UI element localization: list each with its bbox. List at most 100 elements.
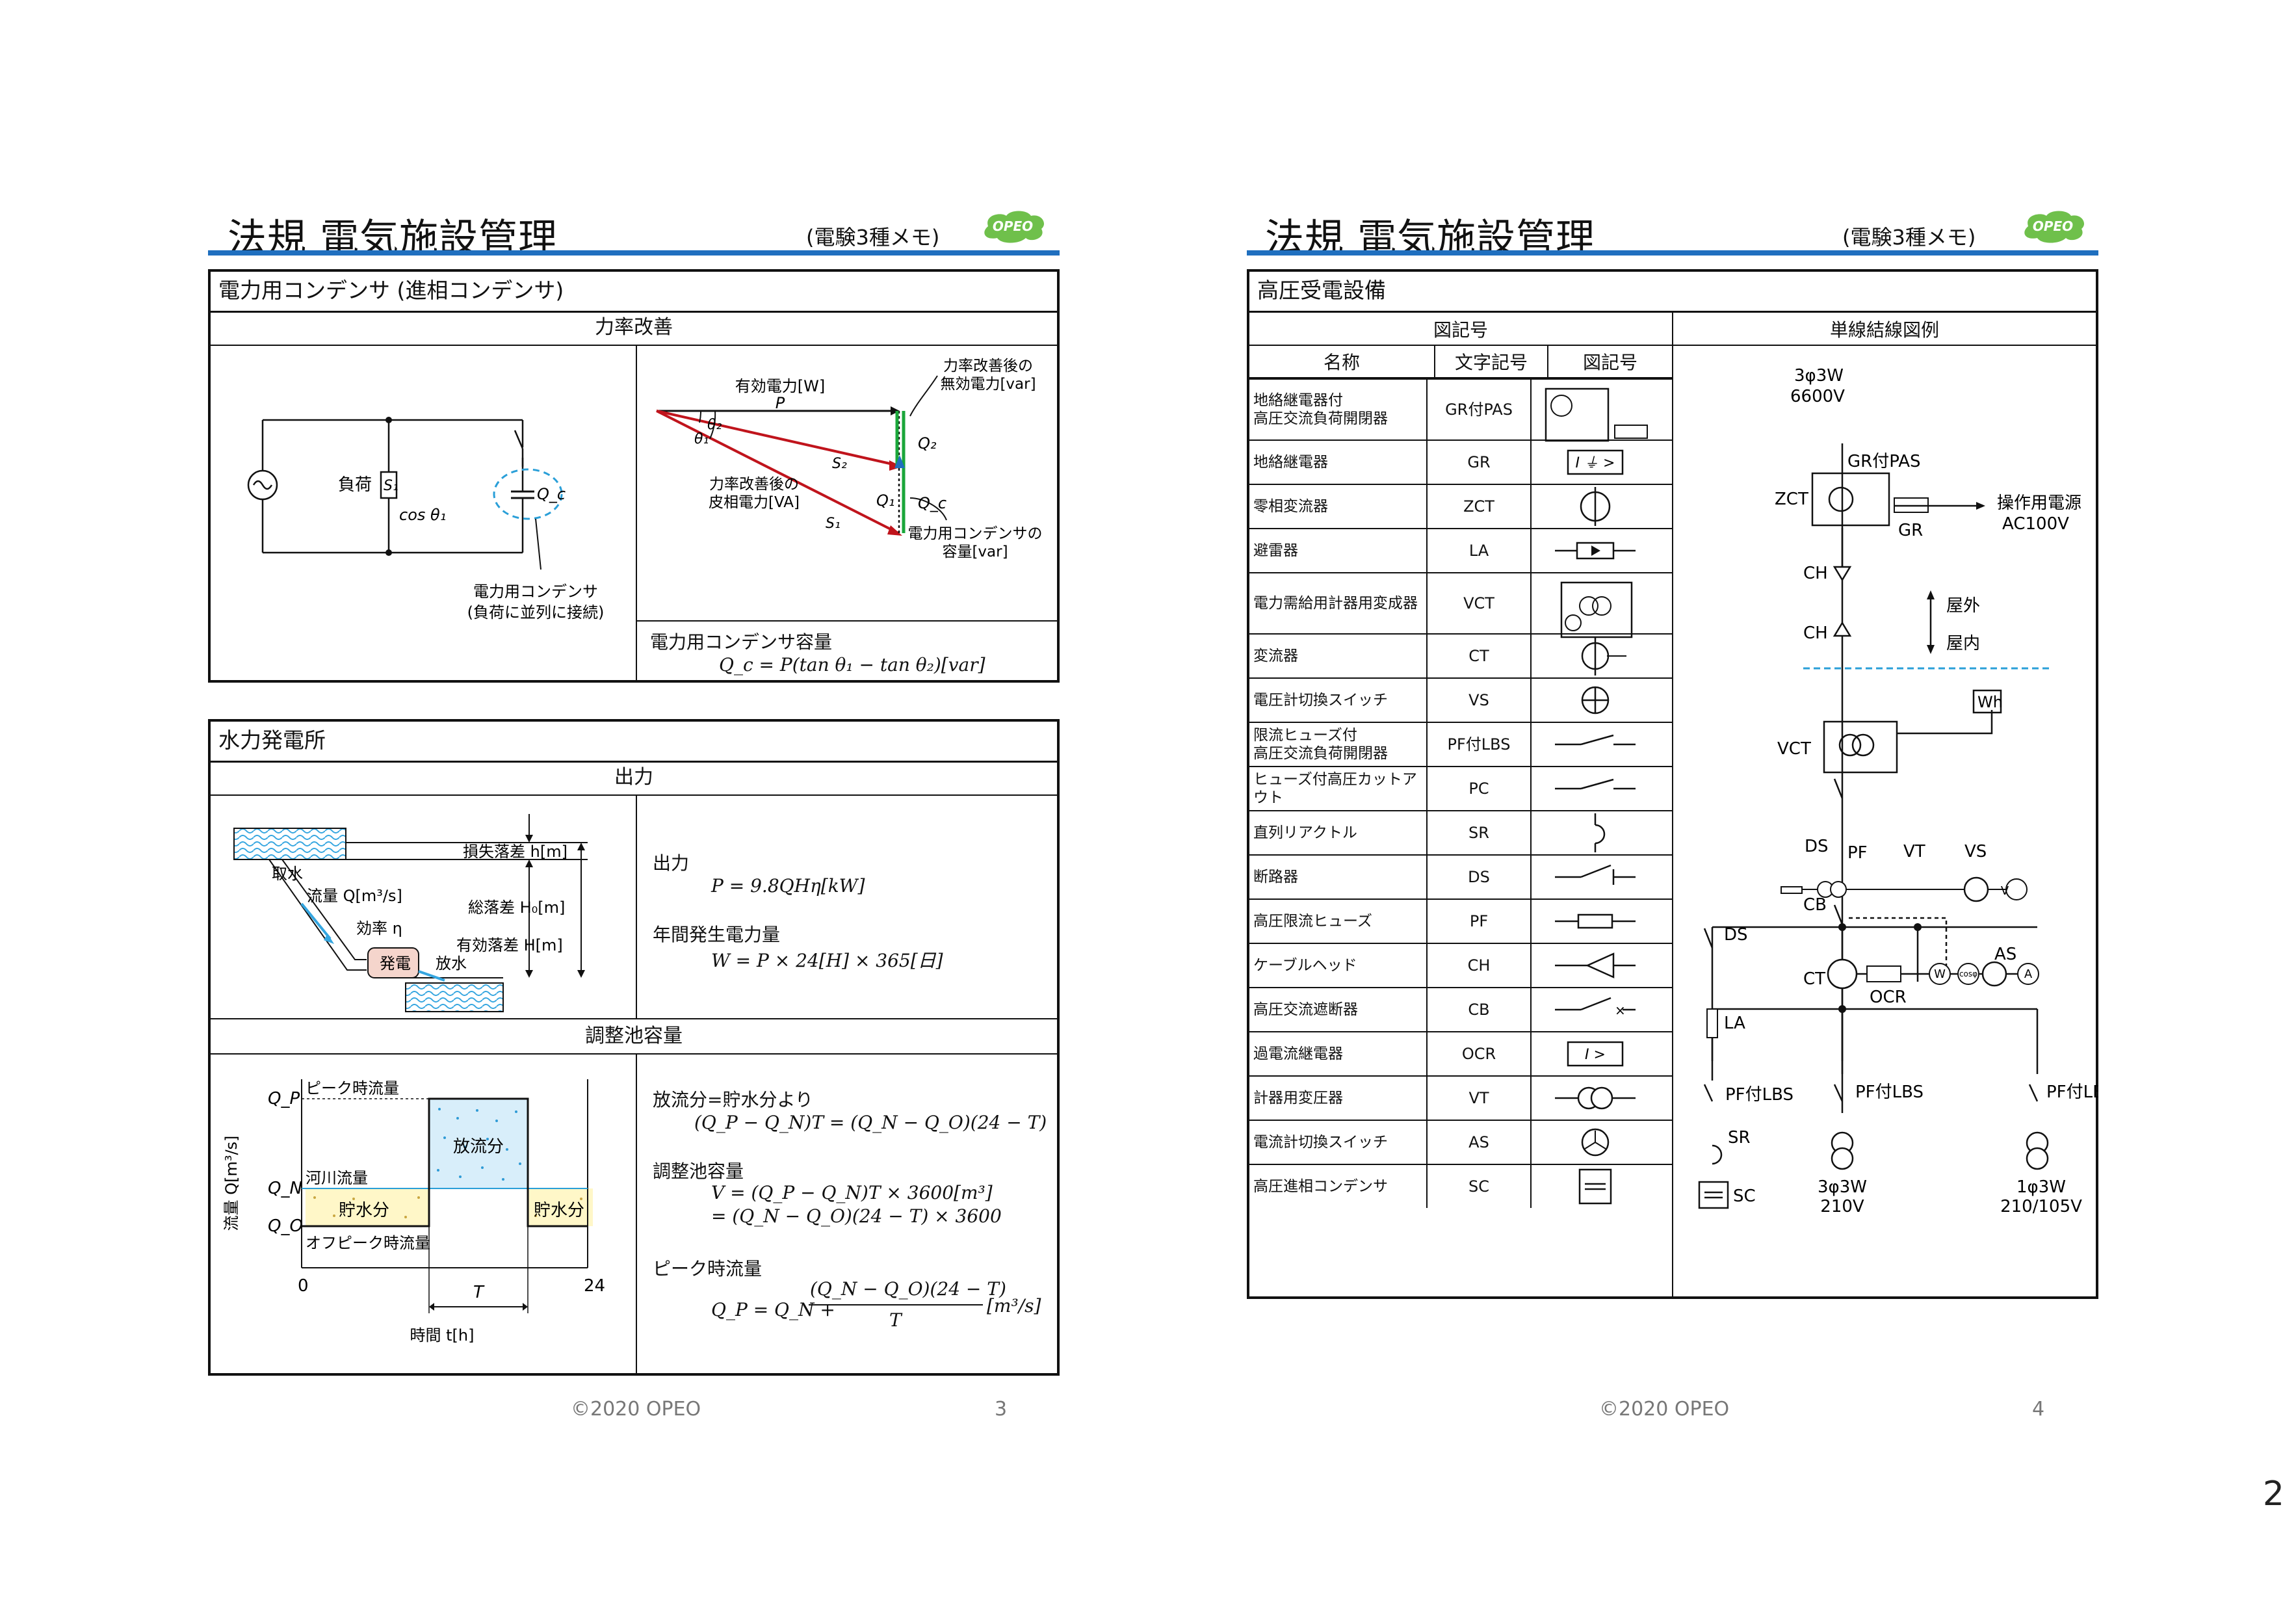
cable-head-icon [1555,952,1636,978]
table-row: 高圧進相コンデンサ SC [1248,1164,1673,1208]
vt-icon [1555,1086,1636,1110]
symbol-name: 過電流継電器 [1253,1045,1343,1062]
pf-lbs-icon [1555,734,1636,746]
svg-text:Q₁: Q₁ [876,492,895,510]
symbol-code: VS [1468,691,1489,709]
svg-text:電力用コンデンサ: 電力用コンデンサ [473,583,598,601]
svg-text:Q₂: Q₂ [918,434,937,452]
footer-copyright: ©2020 OPEO [571,1398,701,1421]
svg-text:AS: AS [1994,945,2016,964]
symbol-code: CH [1467,956,1491,975]
ocr-icon: I > [1567,1041,1624,1067]
section-heading: 電力用コンデンサ (進相コンデンサ) [211,272,1057,313]
section-heading: 水力発電所 [211,722,1057,763]
svg-text:×: × [1615,1003,1626,1018]
svg-text:GR付PAS: GR付PAS [1847,452,1921,471]
svg-text:CH: CH [1803,564,1828,583]
symbol-name: 高圧限流ヒューズ [1253,913,1372,930]
svg-text:cos θ₁: cos θ₁ [399,506,446,524]
as-icon [1981,961,2007,987]
svg-text:θ₂: θ₂ [707,417,722,433]
svg-text:オフピーク時流量: オフピーク時流量 [306,1234,430,1252]
page-4: 法規 電気施設管理 (電験3種メモ) OPEO 高圧受電設備 図記号 単線結線図… [1148,0,2296,1613]
symbol-code: GR [1467,453,1491,471]
svg-text:OPEO: OPEO [2033,218,2073,234]
svg-text:Q_O: Q_O [268,1216,303,1236]
section-subheading: 力率改善 [211,311,1057,346]
symbol-name: 高圧交流遮断器 [1253,1001,1358,1018]
single-line-diagram: 3φ3W 6600V GR付PAS ZCT 操作用電源 AC100V GR CH… [1698,366,2098,1216]
svg-text:Q_c: Q_c [918,494,946,512]
output-formula: P = 9.8QHη[kW] [711,875,865,897]
svg-text:LA: LA [1724,1014,1745,1033]
power-vector-diagram: 有効電力[W] P 力率改善後の 無効電力[var] θ₂ θ₁ Q₂ Q₁ Q… [656,358,1043,560]
svg-text:3φ3W: 3φ3W [1818,1177,1867,1197]
svg-text:無効電力[var]: 無効電力[var] [940,376,1036,393]
gr-relay-icon [1894,497,1929,513]
capacitor-icon [1578,1168,1612,1205]
svg-text:効率 η: 効率 η [356,919,402,938]
fuse-icon [1555,913,1636,929]
arrester-icon [1555,542,1636,560]
symbol-code: VCT [1463,594,1494,612]
la-icon [1706,1008,1718,1038]
svg-text:貯水分: 貯水分 [339,1201,389,1220]
svg-text:cosφ: cosφ [1959,969,1977,978]
svg-text:PF付LBS: PF付LBS [1725,1085,1794,1105]
generator-icon [367,947,419,978]
symbol-code: PF付LBS [1447,735,1511,754]
single-line-header: 単線結線図例 [1829,319,1939,341]
pond-formula-2: = (Q_N − Q_O)(24 − T) × 3600 [711,1205,1002,1227]
svg-text:W: W [1934,967,1946,981]
symbol-name: 電力需給用計器用変成器 [1253,595,1418,612]
symbol-code: ZCT [1463,497,1494,516]
col-code: 文字記号 [1434,345,1548,378]
col-symbol: 図記号 [1547,345,1673,378]
peak-numerator: (Q_N − Q_O)(24 − T) [810,1278,1006,1300]
svg-text:Q_P: Q_P [268,1089,300,1108]
symbol-name: 高圧進相コンデンサ [1253,1178,1388,1195]
footer-page-number: 3 [995,1398,1008,1421]
load-label: 負荷 [338,475,372,495]
svg-text:210/105V: 210/105V [2000,1197,2082,1216]
ct-icon [1827,958,1858,990]
svg-text:A: A [2024,967,2033,981]
symbol-code: SR [1468,824,1489,842]
peak-formula-left: Q_P = Q_N + [711,1299,835,1320]
section-heading: 高圧受電設備 [1249,272,2096,313]
symbol-name: 地絡継電器付高圧交流負荷開閉器 [1253,392,1388,427]
balance-formula: (Q_P − Q_N)T = (Q_N − Q_O)(24 − T) [694,1112,1047,1133]
opeo-logo-icon: OPEO [984,211,1045,243]
symbol-code: SC [1468,1177,1489,1196]
logo-text: OPEO [993,218,1033,234]
page-subtitle: (電験3種メモ) [806,225,940,250]
section-subheading: 出力 [211,761,1057,796]
pc-icon [1555,778,1636,790]
svg-text:3φ3W: 3φ3W [1794,366,1844,386]
svg-text:力率改善後の: 力率改善後の [943,358,1033,374]
svg-text:GR: GR [1898,521,1923,540]
symbols-header: 図記号 [1433,319,1488,341]
svg-text:CT: CT [1803,969,1825,989]
svg-text:有効落差 H[m]: 有効落差 H[m] [456,936,563,954]
symbol-name: 避雷器 [1253,542,1298,559]
symbol-name: 電圧計切換スイッチ [1253,692,1388,709]
as-icon [1581,1128,1610,1157]
svg-text:0: 0 [298,1276,309,1296]
svg-text:屋外: 屋外 [1946,596,1980,616]
svg-text:T: T [473,1283,485,1302]
svg-text:総落差 H₀[m]: 総落差 H₀[m] [468,898,565,917]
svg-text:θ₁: θ₁ [694,431,709,447]
svg-text:PF付LBS: PF付LBS [2046,1082,2098,1102]
peak-unit: [m³/s] [987,1295,1041,1317]
symbol-name: 限流ヒューズ付高圧交流負荷開閉器 [1253,727,1388,762]
